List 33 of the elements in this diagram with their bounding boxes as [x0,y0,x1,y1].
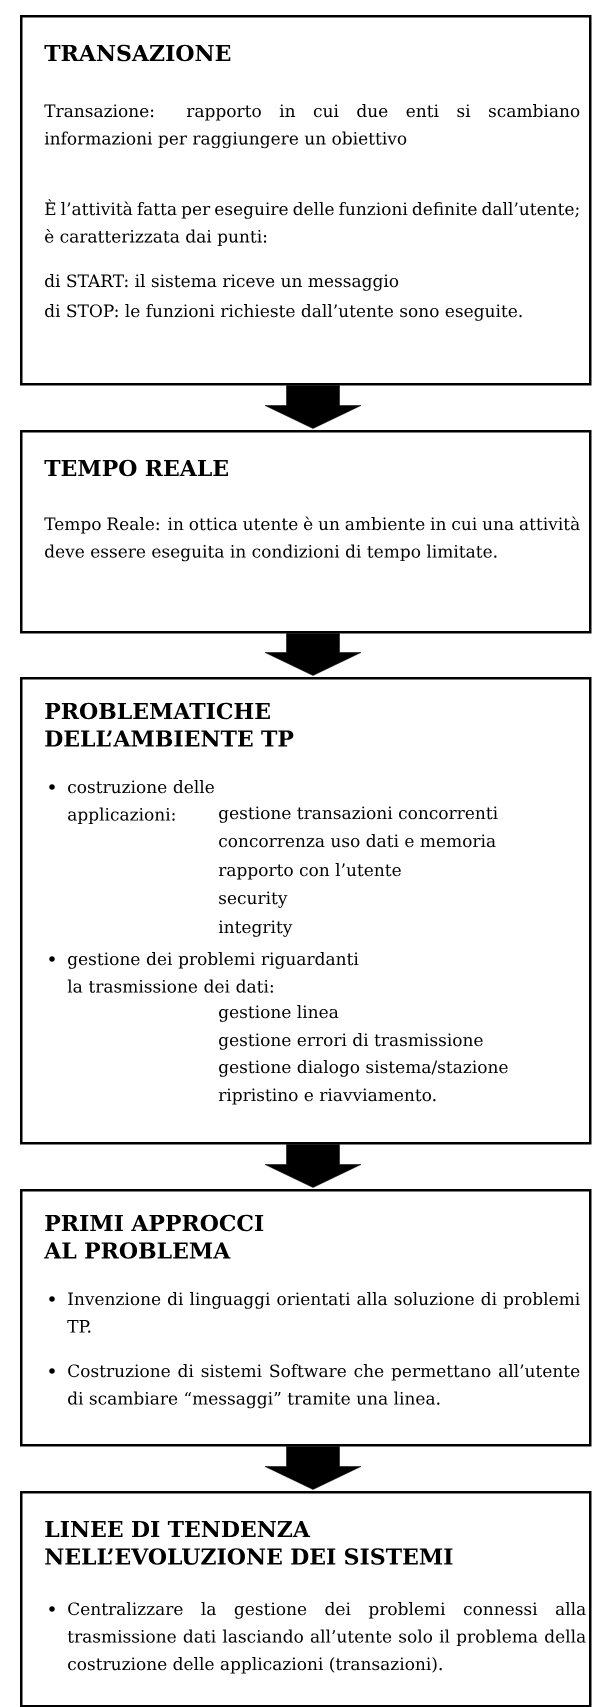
text-line: security [219,891,288,908]
info-panel [20,677,592,1145]
definition-text: Transazione: rapporto in cui due enti si scambiano informazioni per raggiungere un obiettivo [44,104,580,149]
info-panel [20,1189,592,1447]
block-arrow [264,1446,362,1490]
box-heading: TRANSAZIONE [44,44,231,62]
block-arrow [264,633,362,676]
text-line: di STOP: le funzioni richieste dall’utente sono eseguite. [45,304,522,321]
info-panel [20,15,592,386]
box-heading: PROBLEMATICHE DELL’AMBIENTE TP [45,702,294,747]
box-heading: LINEE DI TENDENZA NELL’EVOLUZIONE DEI SISTEMI [45,1520,453,1565]
text-line: ripristino e riavviamento. [218,1088,436,1105]
text-line: gestione transazioni concorrenti [219,806,498,823]
text-line: gestione linea [219,1005,339,1022]
text-line: gestione dialogo sistema/stazione [219,1060,508,1077]
text-line: integrity [218,920,293,937]
paragraph: È l’attività fatta per eseguire delle funzioni definite dall’utente; è caratterizzata dai punti: [45,199,579,247]
definition-text: Tempo Reale: in ottica utente è un ambiente in cui una attività deve essere eseguita in condizioni di tempo limitate. [44,516,580,562]
text-line: rapporto con l’utente [218,863,401,880]
box-heading: PRIMI APPROCCI AL PROBLEMA [44,1214,264,1259]
info-panel [20,1491,592,1707]
text-line: concorrenza uso dati e memoria [219,834,496,848]
block-arrow [264,385,362,429]
info-panel [20,430,592,634]
bullet-item: Costruzione di sistemi Software che permettano all’utente di scambiare “messaggi” tramite una linea. [49,1364,580,1409]
bullet-item: Invenzione di linguaggi orientati alla soluzione di problemi TP. [49,1292,580,1333]
bullet-item: costruzione delle applicazioni: [49,780,214,825]
block-arrow [264,1144,362,1188]
box-heading: TEMPO REALE [44,459,228,477]
bullet-item: Centralizzare la gestione dei problemi connessi alla trasmissione dati lasciando all’utente solo il problema della costruzione delle applicazioni (transazioni). [49,1602,586,1674]
bullet-item: gestione dei problemi riguardanti la trasmissione dei dati: [49,952,359,993]
text-line: di START: il sistema riceve un messaggio [45,274,399,291]
text-line: gestione errori di trasmissione [219,1033,483,1050]
